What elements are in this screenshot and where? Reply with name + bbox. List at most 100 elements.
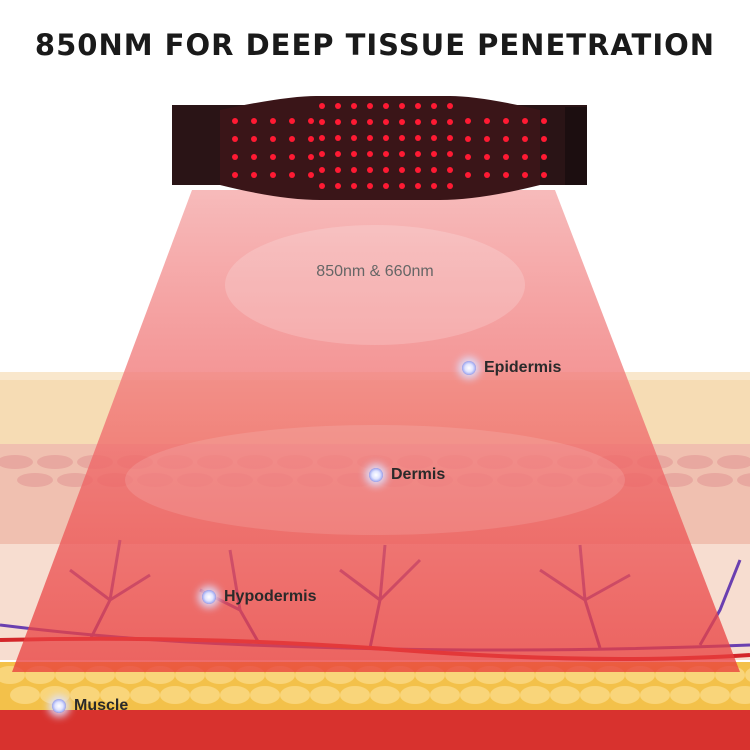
led (351, 119, 357, 125)
led (522, 118, 528, 124)
led (415, 103, 421, 109)
fat-cell (745, 668, 750, 682)
label-text: Muscle (74, 697, 129, 714)
led (319, 167, 325, 173)
led (465, 172, 471, 178)
led (367, 167, 373, 173)
fat-cell (520, 686, 550, 704)
label-hypodermis: Hypodermis (202, 588, 316, 606)
led (431, 183, 437, 189)
led (431, 119, 437, 125)
led (415, 167, 421, 173)
light-beam (12, 190, 740, 672)
fat-cell (610, 686, 640, 704)
fat-cell (460, 686, 490, 704)
led (522, 154, 528, 160)
label-text: Dermis (391, 466, 446, 483)
led (399, 167, 405, 173)
led (431, 167, 437, 173)
led (465, 118, 471, 124)
led (484, 154, 490, 160)
led (351, 167, 357, 173)
led (541, 154, 547, 160)
led (319, 135, 325, 141)
led (335, 135, 341, 141)
led (465, 154, 471, 160)
fat-cell (370, 686, 400, 704)
led (351, 183, 357, 189)
led (335, 151, 341, 157)
led (484, 172, 490, 178)
led (541, 172, 547, 178)
led (319, 183, 325, 189)
led (431, 151, 437, 157)
led (289, 136, 295, 142)
led (447, 151, 453, 157)
dermis-cell (677, 455, 713, 469)
fat-cell (580, 686, 610, 704)
dermis-cell (717, 455, 750, 469)
led (383, 183, 389, 189)
led (232, 136, 238, 142)
led (399, 135, 405, 141)
marker-dot-icon (52, 699, 66, 713)
led (289, 118, 295, 124)
label-muscle: Muscle (52, 697, 128, 715)
fat-cell (310, 686, 340, 704)
led (484, 136, 490, 142)
headline: 850NM FOR DEEP TISSUE PENETRATION (34, 28, 716, 62)
fat-cell (730, 686, 750, 704)
fat-cell (70, 686, 100, 704)
led (383, 167, 389, 173)
led (399, 103, 405, 109)
led (270, 118, 276, 124)
led (251, 136, 257, 142)
led (383, 151, 389, 157)
led (251, 172, 257, 178)
dermis-cell (37, 455, 73, 469)
led (367, 151, 373, 157)
led (383, 119, 389, 125)
fat-cell (10, 686, 40, 704)
led (289, 172, 295, 178)
fat-cell (280, 686, 310, 704)
led (465, 136, 471, 142)
led (308, 172, 314, 178)
led (399, 151, 405, 157)
led (367, 183, 373, 189)
led (447, 167, 453, 173)
led (415, 151, 421, 157)
wavelength-label: 850nm & 660nm (316, 263, 434, 280)
led (503, 136, 509, 142)
led (399, 119, 405, 125)
led (431, 103, 437, 109)
fat-cell (130, 686, 160, 704)
led (319, 103, 325, 109)
led (541, 136, 547, 142)
led (319, 119, 325, 125)
led (289, 154, 295, 160)
led (431, 135, 437, 141)
led (522, 172, 528, 178)
fat-cell (550, 686, 580, 704)
led (335, 103, 341, 109)
led (308, 154, 314, 160)
fat-cell (640, 686, 670, 704)
fat-cell (430, 686, 460, 704)
led (415, 135, 421, 141)
fat-cell (220, 686, 250, 704)
dermis-cell (697, 473, 733, 487)
fat-cell (250, 686, 280, 704)
label-epidermis: Epidermis (462, 359, 561, 377)
led (447, 119, 453, 125)
led (367, 119, 373, 125)
marker-dot-icon (462, 361, 476, 375)
dermis-cell (0, 455, 33, 469)
led (232, 172, 238, 178)
led-array (232, 103, 547, 189)
fat-cell (100, 686, 130, 704)
led (522, 136, 528, 142)
led (415, 183, 421, 189)
led (399, 183, 405, 189)
